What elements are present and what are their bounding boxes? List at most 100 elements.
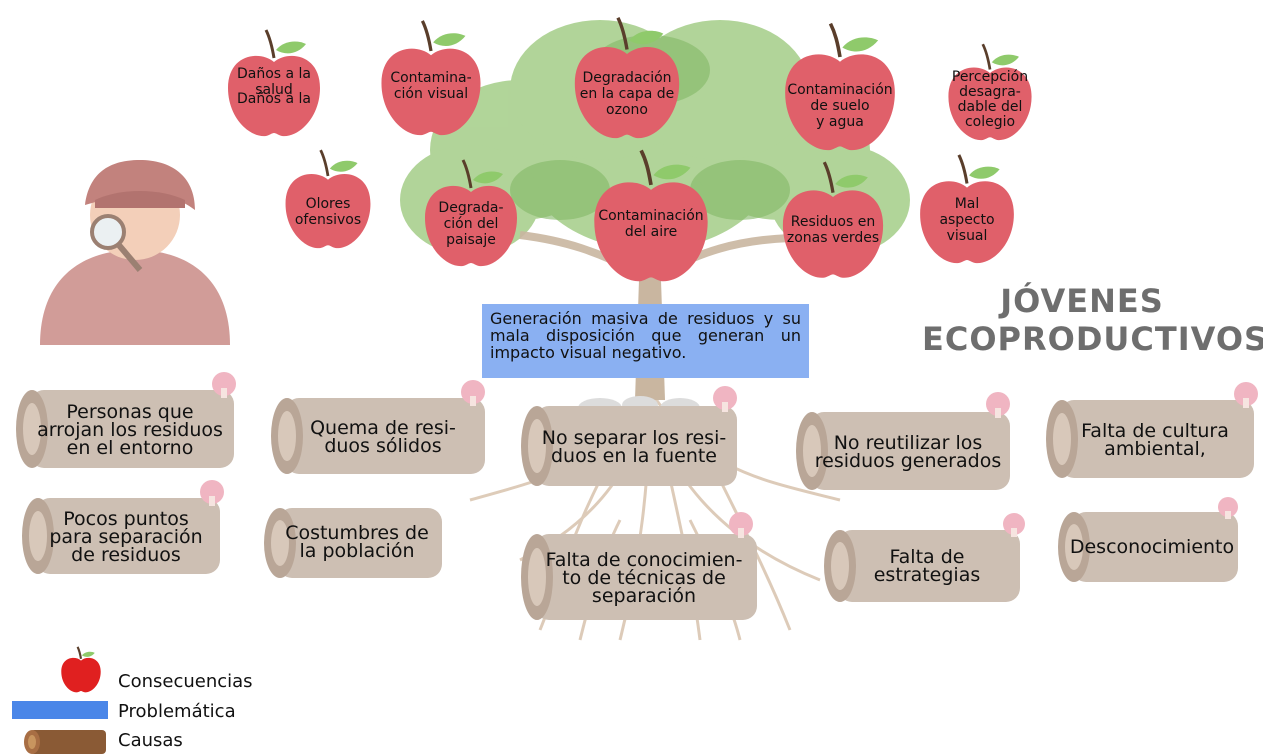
line: Pocos puntos	[63, 508, 189, 530]
log-icon	[22, 480, 224, 574]
cause-desconocimiento: Desconocimiento	[1052, 496, 1244, 584]
line: Mal	[954, 196, 980, 212]
line: ambiental,	[1104, 438, 1206, 460]
log-icon	[264, 508, 442, 578]
line: aspecto	[939, 212, 995, 228]
line: Falta de	[889, 546, 965, 568]
line: Falta de conocimien-	[545, 549, 743, 571]
line: Desconocimiento	[1069, 536, 1235, 558]
apple-icon	[381, 20, 481, 136]
line: estrategias	[873, 564, 981, 586]
consequence-percepcion-colegio-label: Percepción desagra- dable del colegio	[943, 70, 1037, 130]
line: Olores	[305, 196, 351, 212]
detective-illustration	[40, 160, 230, 345]
cause-falta-cultura: Falta de cultura ambiental,	[1040, 380, 1262, 482]
line: residuos generados	[814, 450, 1002, 472]
consequence-degradacion-ozono	[568, 10, 686, 148]
line: Contamina-	[390, 70, 472, 86]
line: to de técnicas de	[562, 567, 726, 589]
legend-label-causas: Causas	[118, 730, 183, 751]
line: Degradación	[582, 70, 672, 86]
consequence-contaminacion-aire	[582, 148, 720, 286]
cause-no-reutilizar: No reutilizar los residuos generados	[790, 390, 1018, 494]
line: Percepción	[951, 69, 1029, 85]
log-icon	[24, 730, 106, 754]
problem-box: Generación masiva de residuos y su mala …	[482, 304, 809, 378]
legend-label-problematica: Problemática	[118, 701, 236, 722]
log-icon	[796, 392, 1010, 490]
consequence-contaminacion-visual-label: Contamina- ción visual	[375, 70, 487, 102]
line: salud	[255, 82, 293, 98]
line: duos sólidos	[324, 435, 442, 457]
title-line-1: JÓVENES	[1000, 282, 1164, 320]
apple-icon	[782, 161, 884, 278]
line: del aire	[624, 224, 678, 240]
consequence-danos-salud-label: Daños a la salud	[222, 66, 326, 98]
title-line-2: ECOPRODUCTIVOS	[922, 320, 1263, 358]
line: Falta de cultura	[1081, 420, 1229, 442]
line: la población	[299, 540, 415, 562]
line: Quema de resi-	[310, 417, 456, 439]
line: dable del	[957, 99, 1023, 115]
line: ción del	[443, 216, 499, 232]
consequence-degradacion-paisaje-label: Degrada- ción del paisaje	[418, 200, 524, 248]
line: Contaminación	[787, 82, 893, 98]
line: No separar los resi-	[541, 427, 727, 449]
apple-icon	[574, 16, 680, 139]
consequence-contaminacion-visual	[375, 18, 487, 140]
consequence-residuos-zonas	[776, 160, 890, 282]
consequence-mal-aspecto	[914, 150, 1020, 270]
log-icon	[1046, 382, 1258, 478]
consequence-degradacion-ozono-label: Degradación en la capa de ozono	[568, 70, 686, 118]
cause-costumbres: Costumbres de la población	[258, 494, 448, 580]
line: ción visual	[393, 86, 469, 102]
consequence-contaminacion-suelo	[778, 20, 902, 156]
line: Residuos en	[790, 214, 876, 230]
apple-icon	[785, 22, 895, 151]
line: No reutilizar los	[833, 432, 983, 454]
consequence-contaminacion-aire-label: Contaminación del aire	[582, 208, 720, 240]
apple-icon	[61, 646, 101, 693]
cause-falta-estrategias: Falta de estrategias	[818, 512, 1028, 604]
consequence-mal-aspecto-label: Mal aspecto visual	[914, 196, 1020, 244]
line: zonas verdes	[786, 230, 880, 246]
line: ozono	[606, 102, 648, 118]
line: en la capa de	[579, 86, 675, 102]
line: de suelo	[810, 98, 870, 114]
consequence-text: Daños a la	[236, 90, 312, 107]
line: duos en la fuente	[551, 445, 717, 467]
blue-bar-icon	[12, 701, 108, 719]
consequence-olores	[280, 144, 376, 256]
log-icon	[521, 512, 757, 620]
cause-pocos-puntos: Pocos puntos para separación de residuos	[16, 478, 228, 578]
apple-icon	[228, 29, 320, 137]
consequence-contaminacion-suelo-label: Contaminación de suelo y agua	[778, 82, 902, 130]
apple-icon	[594, 149, 708, 282]
line: y agua	[816, 114, 864, 130]
cause-falta-conocimiento: Falta de conocimien- to de técnicas de s…	[515, 508, 765, 624]
log-icon	[1058, 497, 1238, 582]
line: Costumbres de	[285, 522, 429, 544]
line: en el entorno	[66, 437, 194, 459]
line: Contaminación	[598, 208, 704, 224]
line: Personas que	[66, 401, 194, 423]
line: visual	[946, 228, 988, 244]
apple-icon	[425, 159, 517, 267]
consequence-degradacion-paisaje	[418, 158, 524, 270]
line: desagra-	[959, 84, 1021, 100]
consequence-danos-salud: Daños a la	[222, 28, 326, 140]
apple-icon	[920, 154, 1014, 264]
line: para separación	[49, 526, 203, 548]
log-icon	[271, 380, 485, 474]
line: arrojan los residuos	[37, 419, 223, 441]
log-icon	[16, 372, 236, 468]
apple-icon	[285, 149, 371, 249]
line: Daños a la	[236, 66, 312, 82]
consequence-residuos-zonas-label: Residuos en zonas verdes	[776, 214, 890, 246]
legend-label-consecuencias: Consecuencias	[118, 671, 253, 692]
cause-personas-arrojan: Personas que arrojan los residuos en el …	[10, 370, 242, 472]
apple-icon	[948, 43, 1032, 141]
consequence-percepcion-colegio	[943, 30, 1037, 156]
consequence-olores-label: Olores ofensivos	[280, 196, 376, 228]
line: colegio	[964, 114, 1016, 130]
